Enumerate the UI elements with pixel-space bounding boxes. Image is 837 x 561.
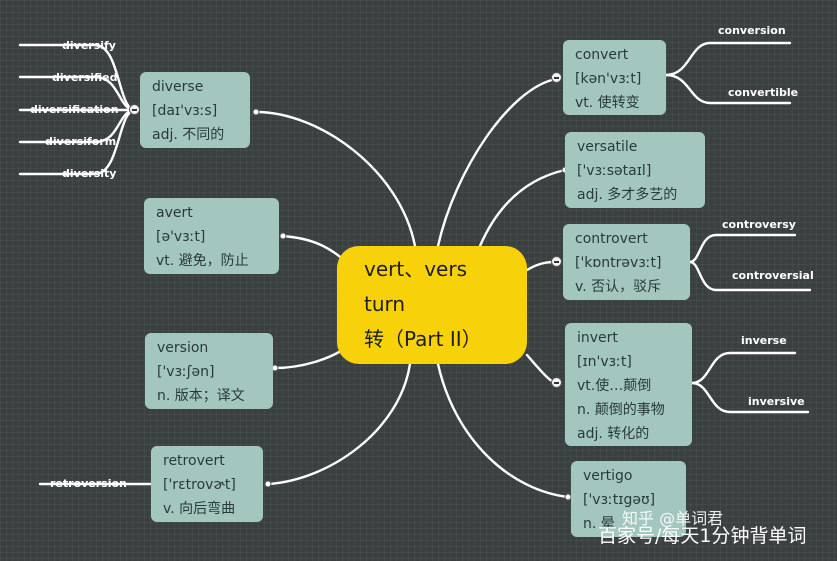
- node-phonetic: [kən'vɜːt]: [575, 71, 642, 87]
- leaf-label[interactable]: diversiform: [45, 135, 117, 148]
- node-word: versatile: [577, 139, 638, 155]
- node-meaning: n. 颠倒的事物: [577, 402, 665, 418]
- node-phonetic: ['rɛtrovɚt]: [163, 477, 236, 493]
- node-meaning: adj. 多才多艺的: [577, 187, 678, 203]
- node-meaning: vt. 避免，防止: [156, 253, 249, 269]
- central-topic[interactable]: vert、vers turn 转（Part II）: [337, 246, 527, 364]
- link-dot: [279, 232, 287, 240]
- link-convert: [436, 77, 558, 248]
- collapse-toggle-controvert[interactable]: [551, 256, 562, 267]
- central-topic-line: vert、vers: [364, 257, 467, 281]
- node-word: vertigo: [583, 468, 633, 484]
- leaf-label[interactable]: retroversion: [50, 477, 127, 490]
- link-diverse: [254, 110, 417, 248]
- node-meaning: vt. 使转变: [575, 95, 640, 111]
- node-word: version: [157, 340, 209, 356]
- node-meaning: adj. 转化的: [577, 426, 650, 442]
- node-invert[interactable]: invert [ɪn'vɜːt] vt.使…颠倒 n. 颠倒的事物 adj. 转…: [565, 323, 692, 446]
- watermark-text: 知乎 @单词君: [622, 509, 724, 528]
- leaf-label[interactable]: diversify: [62, 39, 116, 52]
- central-topic-line: turn: [364, 292, 406, 316]
- leaf-label[interactable]: diversification: [30, 103, 119, 116]
- watermark-top: 知乎 @单词君: [622, 510, 723, 528]
- node-phonetic: [ə'vɜːt]: [156, 229, 206, 245]
- node-retrovert[interactable]: retrovert ['rɛtrovɚt] v. 向后弯曲: [151, 446, 263, 522]
- leaf-label[interactable]: diversity: [62, 167, 117, 180]
- node-avert[interactable]: avert [ə'vɜːt] vt. 避免，防止: [144, 198, 279, 274]
- node-word: convert: [575, 47, 629, 63]
- collapse-toggle-diverse[interactable]: [129, 104, 140, 115]
- node-word: diverse: [152, 79, 204, 95]
- node-word: retrovert: [163, 453, 225, 469]
- node-versatile[interactable]: versatile ['vɜːsətaɪl] adj. 多才多艺的: [565, 132, 705, 208]
- node-word: invert: [577, 330, 618, 346]
- link-vertigo: [436, 362, 570, 499]
- node-phonetic: ['vɜːʃən]: [157, 364, 215, 380]
- node-meaning: v. 否认，驳斥: [575, 279, 662, 295]
- watermark-text: 百家号/每天1分钟背单词: [598, 525, 807, 547]
- watermark: 百家号/每天1分钟背单词: [598, 525, 807, 547]
- node-meaning: n. 版本；译文: [157, 388, 245, 404]
- node-meaning: adj. 不同的: [152, 127, 225, 143]
- leaf-label[interactable]: controversy: [722, 218, 796, 231]
- node-word: controvert: [575, 231, 648, 247]
- node-controvert[interactable]: controvert ['kɒntrəvɜːt] v. 否认，驳斥: [563, 224, 690, 300]
- link-versatile: [478, 168, 567, 248]
- leaf-label[interactable]: convertible: [728, 86, 799, 99]
- leaf-label[interactable]: inverse: [741, 334, 787, 347]
- leaf-label[interactable]: controversial: [732, 269, 814, 282]
- node-phonetic: [ɪn'vɜːt]: [577, 354, 632, 370]
- node-meaning: vt.使…颠倒: [577, 378, 652, 394]
- node-meaning: n. 晕: [583, 516, 615, 532]
- node-diverse[interactable]: diverse [daɪ'vɜːs] adj. 不同的: [140, 72, 250, 148]
- node-phonetic: ['vɜːsətaɪl]: [577, 163, 652, 179]
- leaf-label[interactable]: inversive: [748, 395, 805, 408]
- leaf-label[interactable]: conversion: [718, 24, 786, 37]
- central-topic-line: 转（Part II）: [364, 327, 482, 351]
- link-dot: [264, 480, 272, 488]
- collapse-toggle-convert[interactable]: [551, 72, 562, 83]
- node-phonetic: ['kɒntrəvɜːt]: [575, 255, 662, 271]
- node-version[interactable]: version ['vɜːʃən] n. 版本；译文: [145, 333, 273, 409]
- node-word: avert: [156, 205, 193, 221]
- node-phonetic: [daɪ'vɜːs]: [152, 103, 218, 119]
- node-vertigo[interactable]: vertigo ['vɜːtɪgəʊ] n. 晕: [571, 461, 686, 537]
- leaf-label[interactable]: diversified: [52, 71, 118, 84]
- collapse-toggle-invert[interactable]: [551, 377, 562, 388]
- node-phonetic: ['vɜːtɪgəʊ]: [583, 492, 656, 508]
- link-retrovert: [266, 362, 412, 486]
- node-convert[interactable]: convert [kən'vɜːt] vt. 使转变: [563, 40, 666, 115]
- link-dot: [252, 108, 260, 116]
- node-meaning: v. 向后弯曲: [163, 501, 236, 517]
